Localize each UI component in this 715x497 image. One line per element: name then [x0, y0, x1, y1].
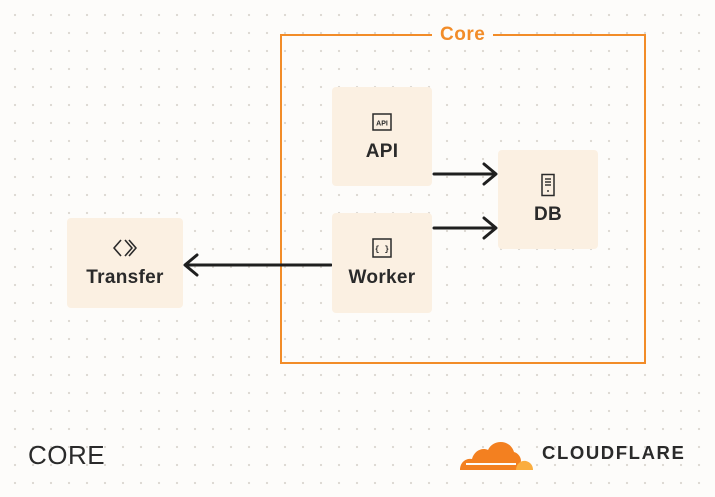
database-icon	[537, 173, 559, 196]
api-icon-text: API	[376, 120, 388, 127]
worker-icon-text: { }	[375, 246, 390, 255]
api-label: API	[365, 140, 399, 162]
db-node: DB	[498, 150, 598, 249]
transfer-label: Transfer	[86, 267, 164, 288]
api-node: API API	[332, 87, 432, 186]
edge-worker-to-db	[432, 216, 498, 240]
footer-title: CORE	[28, 440, 106, 470]
brand-logo: CLOUDFLARE	[458, 434, 685, 472]
core-group-label: Core	[432, 24, 494, 46]
transfer-icon	[113, 237, 137, 259]
worker-label: Worker	[348, 267, 416, 288]
edge-worker-to-transfer	[183, 253, 333, 277]
worker-node: { } Worker	[332, 213, 432, 313]
transfer-node: Transfer	[67, 218, 183, 308]
api-icon: API	[371, 111, 393, 133]
edge-api-to-db	[432, 162, 498, 186]
cloud-logo-icon	[460, 441, 533, 470]
code-braces-icon: { }	[371, 237, 393, 259]
brand-name: CLOUDFLARE	[542, 442, 686, 463]
db-label: DB	[533, 203, 563, 225]
